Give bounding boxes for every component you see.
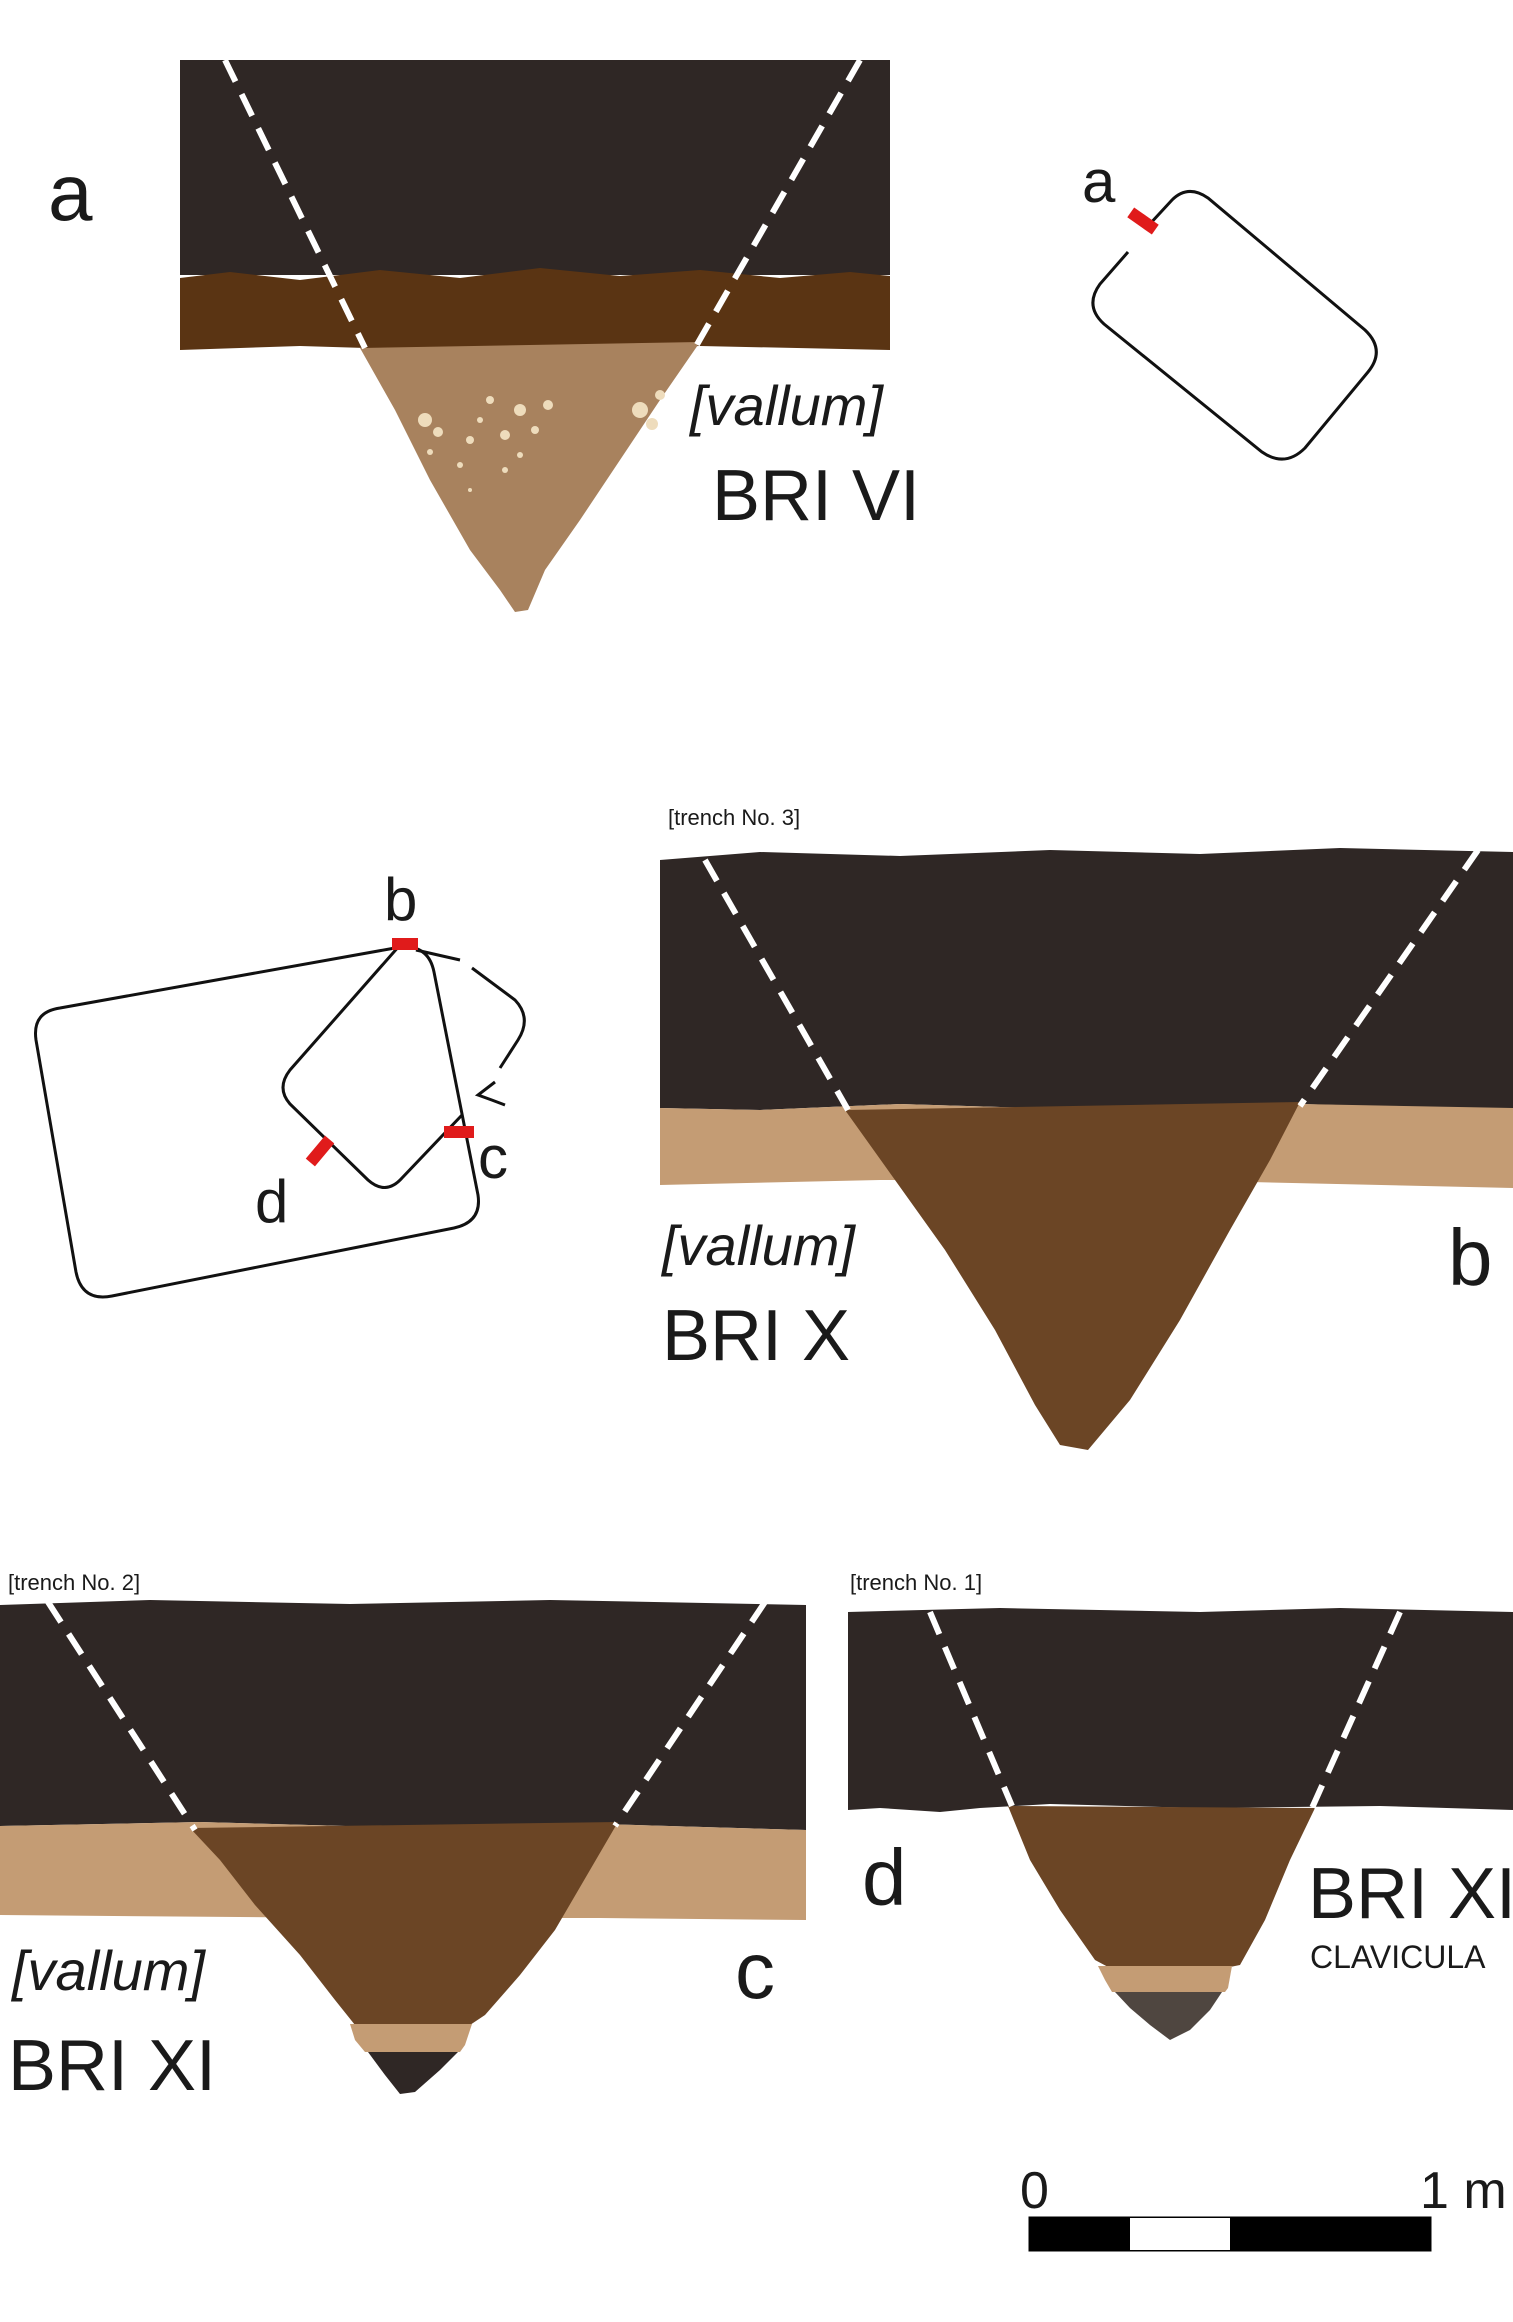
- section-b-topsoil: [660, 848, 1513, 1110]
- section-a-cut-line-right: [692, 58, 863, 350]
- section-c-ditch-fill: [190, 1822, 618, 2025]
- section-b-letter: b: [1448, 1213, 1493, 1302]
- section-c-topsoil: [0, 1600, 806, 1830]
- section-d: [trench No. 1] d BRI XI CLAVICULA: [848, 1570, 1513, 2040]
- section-a-feature-label: [vallum]: [688, 374, 884, 437]
- section-d-site-label: BRI XI: [1308, 1854, 1513, 1934]
- section-a-speckles: [418, 390, 665, 492]
- section-d-basal-light: [1098, 1966, 1232, 1992]
- scale-bar-start-label: 0: [1020, 2162, 1049, 2220]
- plan-a-marker-label: a: [1082, 148, 1116, 215]
- section-d-topsoil: [848, 1608, 1513, 1812]
- section-a-cut-line-left: [222, 58, 368, 350]
- section-a: a [vallum] BRI VI: [48, 58, 920, 612]
- section-a-topsoil: [180, 60, 890, 275]
- section-d-letter: d: [862, 1833, 907, 1922]
- section-d-basal-dark: [1115, 1992, 1222, 2040]
- section-c-site-label: BRI XI: [8, 2026, 216, 2106]
- scale-bar-segment-1: [1030, 2218, 1130, 2250]
- plan-bcd-large-enclosure: [34, 945, 480, 1299]
- section-a-subsoil: [180, 268, 890, 352]
- section-d-subtitle: CLAVICULA: [1310, 1939, 1486, 1975]
- section-c-basal-dark: [368, 2052, 458, 2094]
- section-d-trench-label: [trench No. 1]: [850, 1570, 982, 1595]
- section-b: [trench No. 3] [vallum] BRI X b: [660, 805, 1513, 1450]
- plan-bcd-label-c: c: [478, 1124, 508, 1191]
- section-c-trench-label: [trench No. 2]: [8, 1570, 140, 1595]
- section-a-ditch-fill: [360, 342, 700, 612]
- section-c-cut-line-right: [612, 1600, 768, 1828]
- scale-bar-segment-3: [1230, 2218, 1430, 2250]
- plan-bcd-marker-d: [305, 1135, 335, 1167]
- section-c-letter: c: [735, 1926, 775, 2015]
- section-b-cut-line-left: [702, 858, 851, 1112]
- scale-bar: 0 1 m: [1020, 2162, 1507, 2252]
- plan-a-outline: [1091, 190, 1378, 461]
- plan-bcd: b c d: [34, 866, 526, 1299]
- section-b-site-label: BRI X: [662, 1296, 850, 1376]
- section-a-site-label: BRI VI: [712, 456, 920, 536]
- plan-bcd-label-b: b: [384, 866, 417, 933]
- section-d-ditch-fill: [1008, 1806, 1315, 1968]
- section-a-letter: a: [48, 148, 93, 237]
- section-c-basal-light: [350, 2024, 472, 2052]
- scale-bar-end-label: 1 m: [1420, 2162, 1507, 2220]
- section-b-trench-label: [trench No. 3]: [668, 805, 800, 830]
- section-c: [trench No. 2] [vallum] BRI XI c: [0, 1570, 806, 2106]
- plan-bcd-label-d: d: [255, 1168, 288, 1235]
- plan-a: a: [1082, 148, 1378, 461]
- plan-bcd-clavicula: [415, 948, 526, 1107]
- section-b-feature-label: [vallum]: [660, 1214, 856, 1277]
- section-c-feature-label: [vallum]: [10, 1939, 206, 2002]
- section-d-cut-line-left: [927, 1610, 1015, 1808]
- section-b-cut-line-right: [1297, 848, 1481, 1108]
- section-b-ditch-fill: [845, 1102, 1300, 1450]
- section-c-cut-line-left: [45, 1600, 198, 1832]
- plan-a-marker: [1127, 207, 1159, 235]
- scale-bar-segment-2: [1130, 2218, 1230, 2250]
- plan-bcd-marker-b: [392, 938, 418, 950]
- plan-bcd-marker-c: [444, 1126, 474, 1138]
